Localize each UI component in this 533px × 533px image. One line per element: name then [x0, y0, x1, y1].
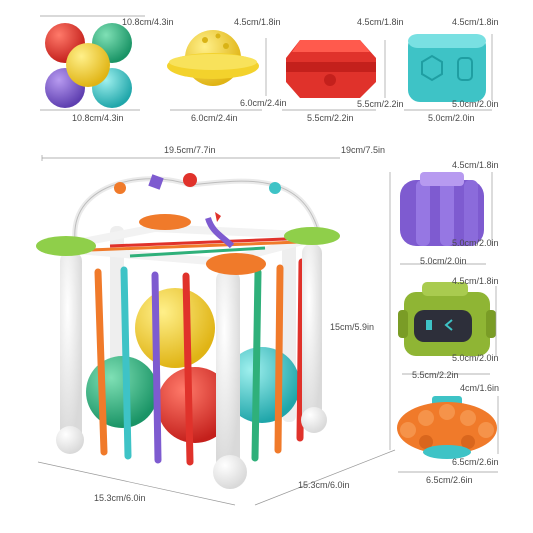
- cube-top-side-label: 19cm/7.5in: [341, 145, 386, 155]
- balls-width-label: 10.8cm/4.3in: [122, 17, 174, 27]
- cube-height-label: 15cm/5.9in: [330, 322, 375, 332]
- orange-width-label: 6.5cm/2.6in: [426, 475, 473, 485]
- robot-diag-label: 5.0cm/2.0in: [452, 353, 499, 363]
- balls-depth-label: 10.8cm/4.3in: [72, 113, 124, 123]
- yellow-height-label: 4.5cm/1.8in: [234, 17, 281, 27]
- robot-width-label: 5.5cm/2.2in: [412, 370, 459, 380]
- teal-width-label: 5.0cm/2.0in: [428, 113, 475, 123]
- orange-diag-label: 6.5cm/2.6in: [452, 457, 499, 467]
- yellow-width-label: 6.0cm/2.4in: [191, 113, 238, 123]
- purple-diag-label: 5.0cm/2.0in: [452, 238, 499, 248]
- yellow-diag-label: 6.0cm/2.4in: [240, 98, 287, 108]
- teal-diag-label: 5.0cm/2.0in: [452, 99, 499, 109]
- red-width-label: 5.5cm/2.2in: [307, 113, 354, 123]
- four-balls-toy: [45, 23, 132, 108]
- robot-height-label: 4.5cm/1.8in: [452, 276, 499, 286]
- orange-height-label: 4cm/1.6in: [460, 383, 500, 393]
- right-column-dimension-lines: [398, 172, 499, 473]
- teal-height-label: 4.5cm/1.8in: [452, 17, 499, 27]
- yellow-shape-toy: [167, 30, 259, 86]
- orange-shape-toy: [397, 396, 497, 459]
- cube-bottom-front-label: 15.3cm/6.0in: [94, 493, 146, 503]
- sorting-cube-toy: [36, 173, 340, 489]
- top-row-dimension-lines: [170, 34, 493, 111]
- purple-shape-toy: [400, 172, 484, 246]
- robot-shape-toy: [398, 282, 496, 356]
- balls-dimension-lines: [40, 15, 145, 111]
- cube-top-front-label: 19.5cm/7.7in: [164, 145, 216, 155]
- purple-width-label: 5.0cm/2.0in: [420, 256, 467, 266]
- red-diag-label: 5.5cm/2.2in: [357, 99, 404, 109]
- cube-bottom-side-label: 15.3cm/6.0in: [298, 480, 350, 490]
- purple-height-label: 4.5cm/1.8in: [452, 160, 499, 170]
- teal-shape-toy: [408, 34, 486, 102]
- cube-dimension-lines: [37, 155, 396, 506]
- red-height-label: 4.5cm/1.8in: [357, 17, 404, 27]
- red-shape-toy: [286, 40, 376, 98]
